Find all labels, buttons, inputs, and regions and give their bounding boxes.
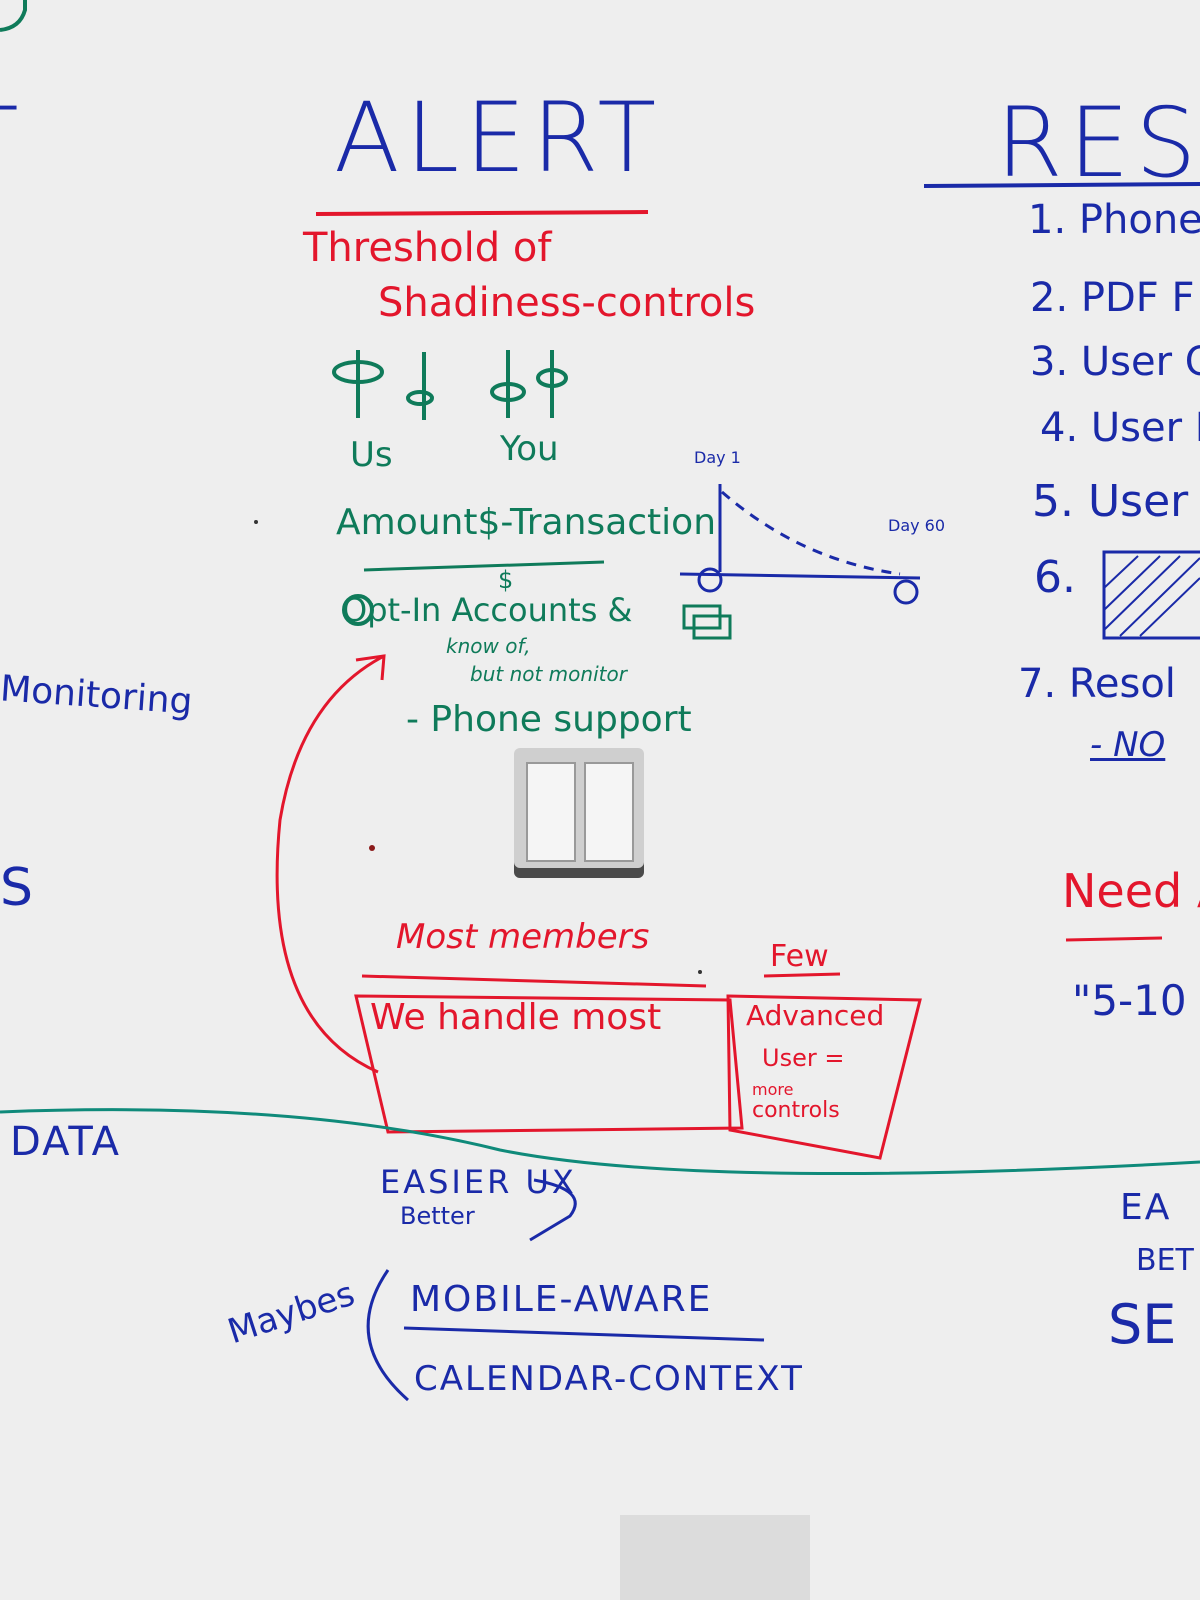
teal-divider-line xyxy=(0,1110,1200,1174)
you-slider-icon xyxy=(492,350,566,418)
board-dot-1 xyxy=(254,520,258,524)
most-members-box xyxy=(356,996,742,1132)
resolve-item-6-hatch xyxy=(1104,556,1200,636)
maybes-bracket xyxy=(368,1270,408,1400)
need-underline xyxy=(1066,938,1162,940)
most-members-underline xyxy=(362,976,706,986)
advanced-user-box xyxy=(728,996,920,1158)
amount-underline xyxy=(364,562,604,570)
few-underline xyxy=(764,974,840,976)
mobile-aware-underline xyxy=(404,1328,764,1340)
day-graph xyxy=(680,484,920,603)
resolve-underline xyxy=(924,184,1200,186)
board-dot-2 xyxy=(369,845,375,851)
opt-in-bullet xyxy=(344,596,372,624)
corner-green-stroke xyxy=(0,0,25,30)
card-icon xyxy=(684,606,730,638)
board-dot-3 xyxy=(698,970,702,974)
us-slider-icon xyxy=(334,350,432,420)
red-arrow-curve xyxy=(277,656,384,1072)
alert-underline xyxy=(316,212,648,214)
easier-ux-brace xyxy=(530,1180,575,1240)
